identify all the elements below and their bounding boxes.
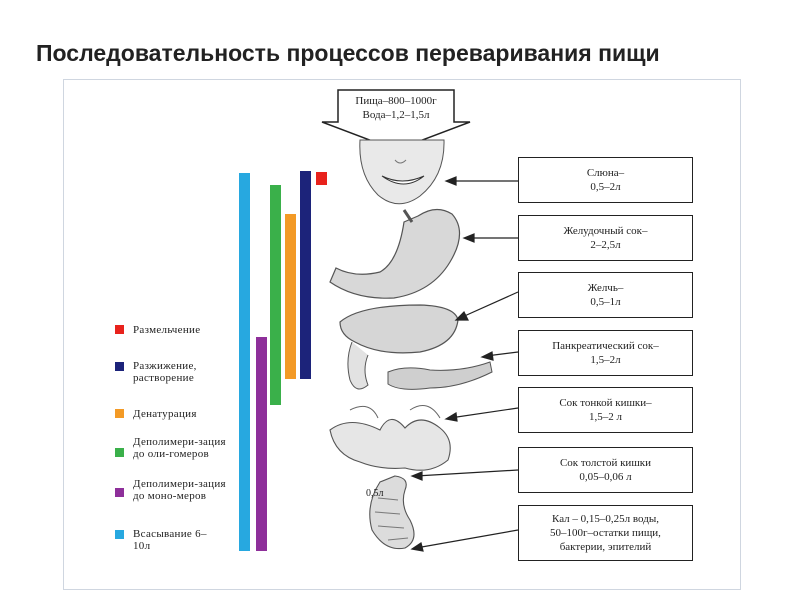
bile-volume: 0,5–1л	[590, 296, 621, 308]
feces-line-water: Кал – 0,15–0,25л воды,	[552, 513, 659, 525]
legend-label-denaturation: Денатурация	[133, 408, 197, 420]
legend-label-grinding: Размельчение	[133, 324, 201, 336]
box-feces: Кал – 0,15–0,25л воды, 50–100г–остатки п…	[518, 505, 693, 561]
legend-swatch-absorption	[115, 530, 124, 539]
bar-grinding	[316, 172, 327, 185]
large-intestine-juice-name: Сок толстой кишки	[559, 457, 652, 469]
legend-swatch-grinding	[115, 325, 124, 334]
pancreatic-juice-name: Панкреатический сок–	[552, 340, 659, 352]
bar-denaturation	[285, 214, 296, 379]
food-amount: Пища–800–1000г	[355, 95, 437, 107]
saliva-name: Слюна–	[586, 167, 625, 179]
gastric-juice-volume: 2–2,5л	[590, 239, 621, 251]
box-bile: Желчь– 0,5–1л	[518, 272, 693, 318]
box-small-intestine-juice: Сок тонкой кишки– 1,5–2 л	[518, 387, 693, 433]
small-intestine-juice-volume: 1,5–2 л	[589, 411, 622, 423]
large-intestine-drawing	[369, 475, 415, 550]
small-intestine-juice-name: Сок тонкой кишки–	[559, 397, 652, 409]
large-intestine-juice-volume: 0,05–0,06 л	[579, 471, 632, 483]
food-intake-label: Пища–800–1000г Вода–1,2–1,5л	[338, 90, 454, 136]
mouth-face-drawing	[359, 139, 445, 205]
feces-line-food: 50–100г–остатки пищи,	[550, 527, 661, 539]
legend-swatch-denaturation	[115, 409, 124, 418]
bar-absorption	[239, 173, 250, 551]
liver-drawing	[339, 304, 493, 390]
box-gastric-juice: Желудочный сок– 2–2,5л	[518, 215, 693, 261]
food-arrow-shape	[321, 89, 471, 151]
legend-swatch-monomers	[115, 488, 124, 497]
feces-line-bacteria: бактерии, эпителий	[559, 541, 652, 553]
box-pancreatic-juice: Панкреатический сок– 1,5–2л	[518, 330, 693, 376]
bile-name: Желчь–	[587, 282, 624, 294]
page-title: Последовательность процессов перевариван…	[36, 40, 660, 66]
small-intestine-drawing	[329, 405, 451, 471]
legend-label-dissolution: Разжижение, растворение	[133, 360, 197, 384]
legend-swatch-dissolution	[115, 362, 124, 371]
pancreatic-juice-volume: 1,5–2л	[590, 354, 621, 366]
saliva-volume: 0,5–2л	[590, 181, 621, 193]
bar-dissolution	[300, 171, 311, 379]
stomach-drawing	[329, 208, 461, 299]
legend-label-absorption: Всасывание 6–10л	[133, 528, 207, 552]
legend-label-monomers: Деполимери-зация до моно-меров	[133, 478, 226, 502]
colon-volume-label: 0,5л	[366, 488, 384, 499]
water-amount: Вода–1,2–1,5л	[362, 109, 430, 121]
bar-depolymerization-oligomers	[270, 185, 281, 405]
box-large-intestine-juice: Сок толстой кишки 0,05–0,06 л	[518, 447, 693, 493]
gastric-juice-name: Желудочный сок–	[563, 225, 648, 237]
legend-swatch-oligomers	[115, 448, 124, 457]
box-saliva: Слюна– 0,5–2л	[518, 157, 693, 203]
legend-label-oligomers: Деполимери-зация до оли-гомеров	[133, 436, 226, 460]
bar-depolymerization-monomers	[256, 337, 267, 551]
